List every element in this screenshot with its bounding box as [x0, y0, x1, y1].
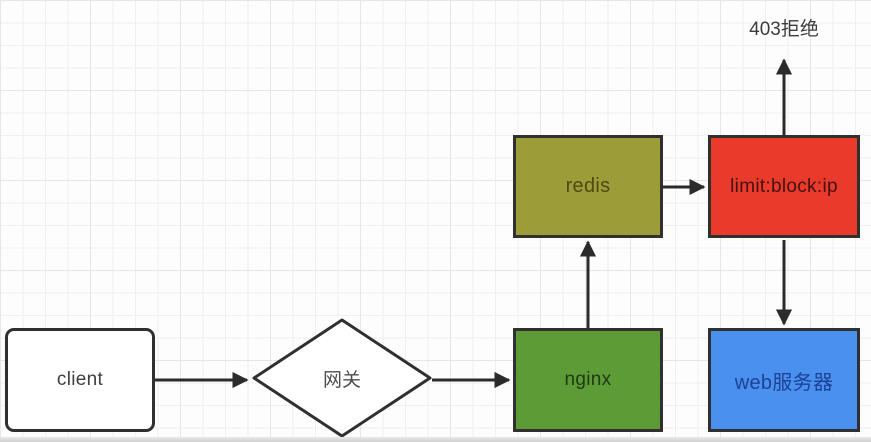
node-limit-block-ip: limit:block:ip: [708, 135, 860, 238]
gateway-diamond-shape: [252, 318, 432, 438]
canvas-bottom-edge: [0, 437, 871, 442]
node-redis: redis: [513, 135, 663, 238]
node-nginx: nginx: [513, 328, 663, 432]
node-redis-label: redis: [565, 175, 611, 197]
annotation-403-reject: 403拒绝: [749, 19, 819, 40]
node-limit-block-ip-label: limit:block:ip: [730, 175, 838, 197]
node-nginx-label: nginx: [564, 369, 612, 390]
node-web-server-label: web服务器: [734, 371, 834, 394]
node-client: client: [5, 328, 155, 432]
node-gateway: 网关: [252, 318, 432, 438]
node-client-label: client: [56, 369, 104, 390]
node-web-server: web服务器: [708, 328, 860, 432]
